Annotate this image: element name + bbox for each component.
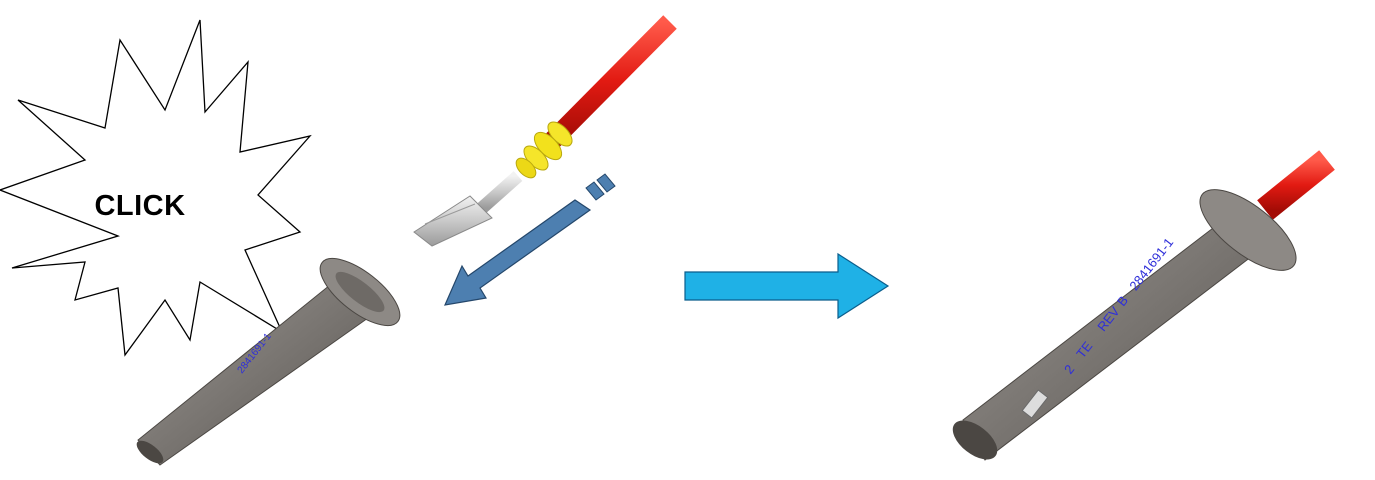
result-arrow (684, 252, 890, 320)
click-label: CLICK (94, 190, 186, 222)
terminal-neck (477, 171, 523, 213)
yellow-seal (515, 121, 573, 179)
terminal-window (1021, 389, 1049, 419)
housing-right: 2841691-1 REV B TE 2 (952, 150, 1335, 461)
insert-arrow (444, 173, 616, 306)
terminal-crease (424, 203, 476, 225)
terminal-wire-assembly (413, 15, 677, 247)
red-wire-assembled (1257, 150, 1335, 220)
red-wire (546, 15, 677, 147)
click-burst-shape (0, 19, 312, 357)
housing-left: 2841691-1 (136, 258, 401, 466)
terminal-body (413, 195, 493, 247)
